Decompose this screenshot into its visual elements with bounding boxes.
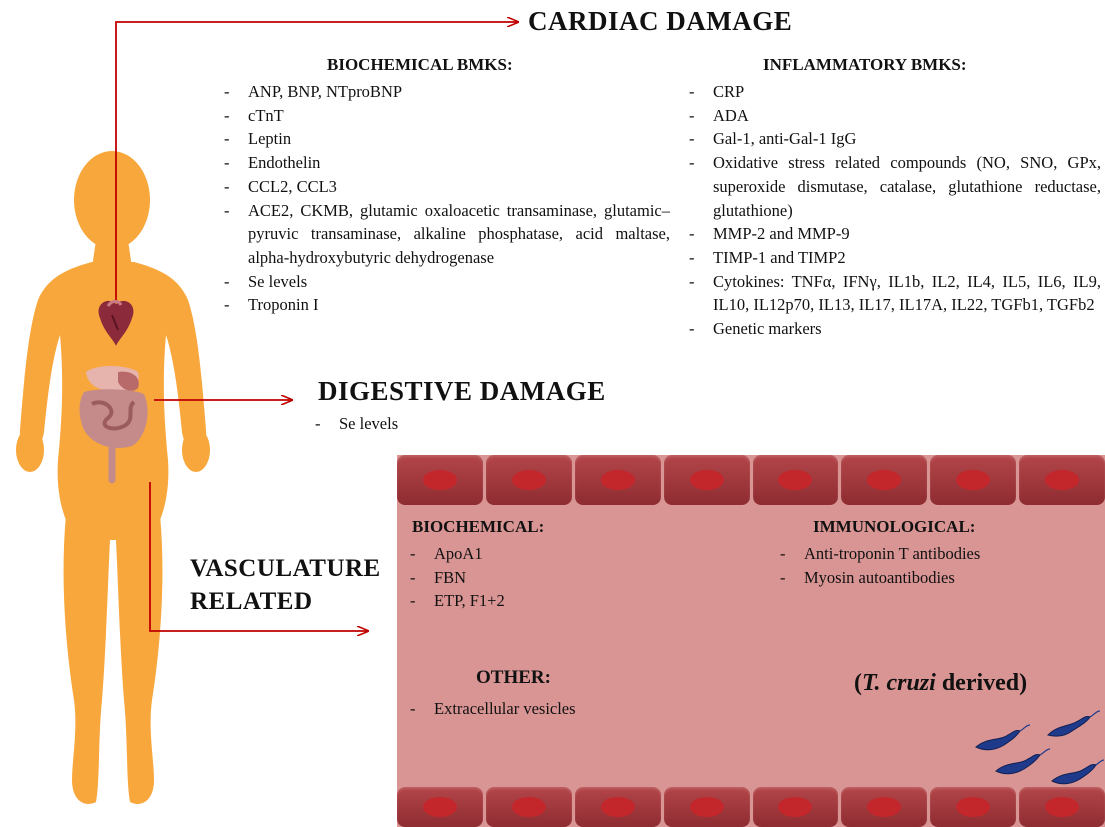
list-item: Endothelin [222,151,670,175]
cell-nucleus [512,470,546,490]
endothelial-cell [486,787,572,827]
endothelial-cell [575,455,661,505]
biochemical-bmks-title: BIOCHEMICAL BMKS: [327,55,513,75]
digestive-damage-title: DIGESTIVE DAMAGE [318,376,606,407]
parasite-icons [960,705,1105,795]
t-cruzi-species: T. cruzi [862,670,936,696]
list-item: Se levels [313,412,513,436]
endothelial-cell [664,787,750,827]
list-item: TIMP-1 and TIMP2 [687,246,1101,270]
parasite-icon [1048,716,1090,736]
list-item: CRP [687,80,1101,104]
cell-nucleus [867,470,901,490]
cell-nucleus [690,470,724,490]
vascular-biochemical-list: ApoA1 FBN ETP, F1+2 [408,542,668,613]
list-item: cTnT [222,104,670,128]
list-item: ACE2, CKMB, glutamic oxaloacetic transam… [222,199,670,270]
parasite-icon [996,754,1040,773]
cell-nucleus [956,470,990,490]
vasculature-title-line1: VASCULATURE [190,552,381,585]
cell-nucleus [778,797,812,817]
endothelial-cell [841,455,927,505]
list-item: Cytokines: TNFα, IFNγ, IL1b, IL2, IL4, I… [687,270,1101,317]
list-item: ANP, BNP, NTproBNP [222,80,670,104]
cell-nucleus [778,470,812,490]
immunological-title: IMMUNOLOGICAL: [813,517,975,537]
list-item: Genetic markers [687,317,1101,341]
cell-nucleus [1045,797,1079,817]
other-title: OTHER: [476,667,551,689]
vasculature-title-line2: RELATED [190,585,381,618]
list-item: Gal-1, anti-Gal-1 IgG [687,127,1101,151]
cell-nucleus [867,797,901,817]
cell-nucleus [956,797,990,817]
cardiac-damage-title: CARDIAC DAMAGE [528,6,792,37]
inflammatory-bmks-list: CRP ADA Gal-1, anti-Gal-1 IgG Oxidative … [687,80,1101,341]
endothelial-cell [753,455,839,505]
list-item: FBN [408,566,668,590]
derived-open-paren: ( [854,670,862,696]
endothelial-cell [397,455,483,505]
cell-nucleus [601,797,635,817]
cell-nucleus [423,797,457,817]
list-item: ADA [687,104,1101,128]
list-item: Troponin I [222,293,670,317]
vessel-wall-top [397,455,1105,505]
cell-nucleus [512,797,546,817]
immunological-list: Anti-troponin T antibodies Myosin autoan… [778,542,1078,589]
list-item: Leptin [222,127,670,151]
cell-nucleus [423,470,457,490]
endothelial-cell [753,787,839,827]
t-cruzi-derived-label: (T. cruzi derived) [854,670,1027,697]
list-item: Se levels [222,270,670,294]
endothelial-cell [486,455,572,505]
cell-nucleus [1045,470,1079,490]
list-item: Anti-troponin T antibodies [778,542,1078,566]
list-item: ApoA1 [408,542,668,566]
endothelial-cell [575,787,661,827]
endothelial-cell [397,787,483,827]
list-item: ETP, F1+2 [408,589,668,613]
parasite-icon [1052,764,1096,783]
digestive-list: Se levels [313,412,513,436]
inflammatory-bmks-title: INFLAMMATORY BMKS: [763,55,967,75]
endothelial-cell [664,455,750,505]
endothelial-cell [930,455,1016,505]
vascular-biochemical-title: BIOCHEMICAL: [412,517,544,537]
list-item: Oxidative stress related compounds (NO, … [687,151,1101,222]
list-item: Myosin autoantibodies [778,566,1078,590]
endothelial-cell [1019,455,1105,505]
biochemical-bmks-list: ANP, BNP, NTproBNP cTnT Leptin Endotheli… [222,80,670,317]
cell-nucleus [601,470,635,490]
list-item: CCL2, CCL3 [222,175,670,199]
cell-nucleus [690,797,724,817]
endothelial-cell [841,787,927,827]
other-list: Extracellular vesicles [408,697,668,721]
list-item: Extracellular vesicles [408,697,668,721]
vasculature-related-title: VASCULATURE RELATED [190,552,381,618]
parasite-icon [976,730,1020,749]
derived-rest: derived) [936,670,1027,696]
list-item: MMP-2 and MMP-9 [687,222,1101,246]
